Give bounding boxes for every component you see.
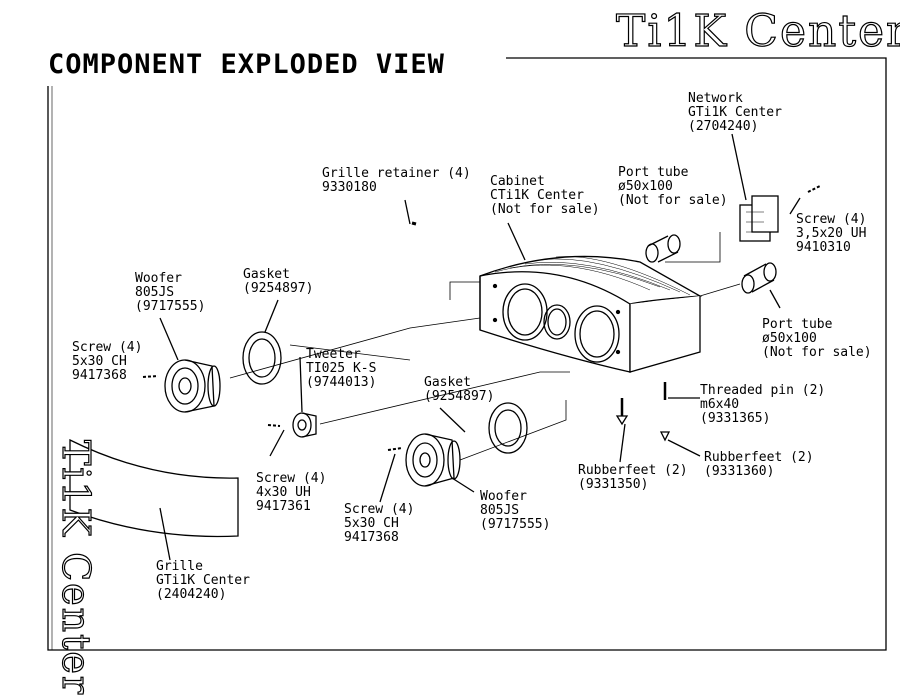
callout-rubberfeet-right: Rubberfeet (2)(9331360) bbox=[704, 450, 814, 479]
callout-rubberfeet-mid: Rubberfeet (2)(9331350) bbox=[578, 463, 688, 492]
network-drawing bbox=[739, 195, 779, 242]
diagram-drawing bbox=[47, 57, 887, 651]
exploded-view-diagram: COMPONENT EXPLODED VIEW Ti1K Center Ti1K… bbox=[47, 5, 900, 696]
callout-gasket-mid: Gasket(9254897) bbox=[424, 375, 495, 404]
tweeter-drawing bbox=[292, 412, 317, 438]
callout-threaded-pin: Threaded pin (2)m6x40(9331365) bbox=[700, 383, 826, 426]
frame-border bbox=[47, 57, 887, 651]
woofer-left-drawing bbox=[164, 359, 221, 413]
callout-gasket-left: Gasket(9254897) bbox=[243, 267, 314, 296]
gasket-left-drawing bbox=[242, 331, 282, 385]
callout-grille-retainer: Grille retainer (4)9330180 bbox=[322, 166, 471, 195]
page-title: COMPONENT EXPLODED VIEW bbox=[48, 49, 445, 80]
brand-title: Ti1K Center bbox=[615, 5, 900, 57]
port-tube-right-drawing bbox=[741, 262, 777, 294]
cabinet-drawing bbox=[479, 255, 703, 373]
grille-drawing bbox=[69, 438, 239, 538]
port-tube-top-drawing bbox=[645, 234, 681, 263]
gasket-mid-drawing bbox=[488, 402, 528, 454]
